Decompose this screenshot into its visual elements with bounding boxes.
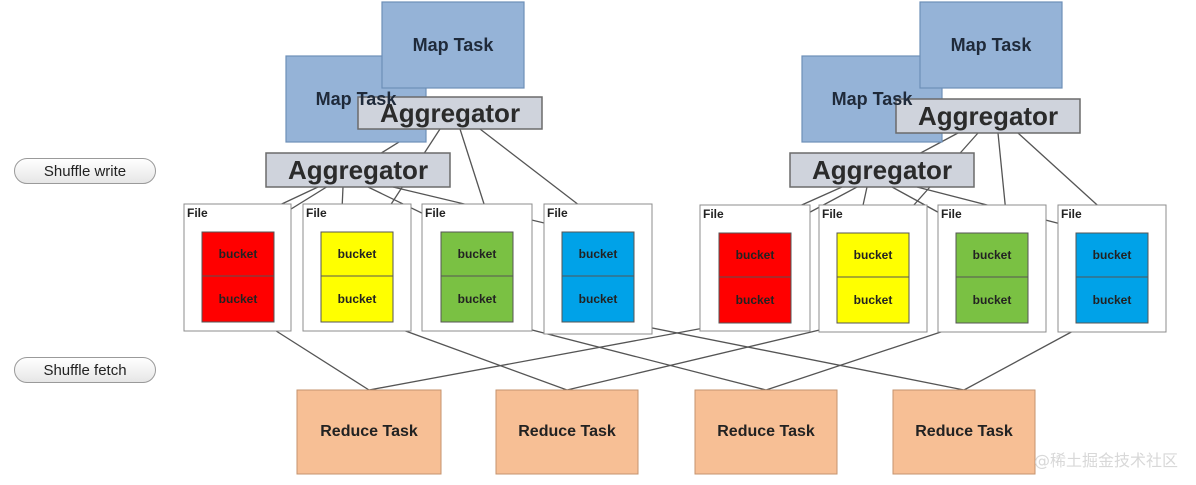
- flow-arrow: [368, 320, 732, 391]
- bucket: [836, 276, 910, 324]
- bucket: [955, 232, 1029, 278]
- aggregator-box: [895, 98, 1081, 134]
- reduce-task-box: [694, 389, 838, 475]
- map-task-box: [919, 1, 1063, 89]
- bucket: [320, 275, 394, 323]
- bucket: [561, 231, 635, 277]
- bucket: [201, 275, 275, 323]
- flow-arrow: [261, 321, 370, 391]
- aggregator-box: [265, 152, 451, 188]
- flow-arrow: [963, 322, 1089, 391]
- reduce-task-box: [892, 389, 1036, 475]
- bucket: [1075, 276, 1149, 324]
- bucket: [1075, 232, 1149, 278]
- shuffle-write-label: Shuffle write: [14, 158, 156, 184]
- aggregator-box: [357, 96, 543, 130]
- bucket: [836, 232, 910, 278]
- flow-arrow: [380, 320, 568, 391]
- flow-arrow: [621, 319, 965, 391]
- bucket: [201, 231, 275, 277]
- reduce-task-box: [495, 389, 639, 475]
- bucket: [320, 231, 394, 277]
- bucket: [718, 232, 792, 278]
- bucket: [955, 276, 1029, 324]
- bucket: [718, 276, 792, 324]
- map-task-box: [381, 1, 525, 89]
- aggregator-box: [789, 152, 975, 188]
- shuffle-fetch-label: Shuffle fetch: [14, 357, 156, 383]
- reduce-task-box: [296, 389, 442, 475]
- bucket: [440, 231, 514, 277]
- flow-arrow: [765, 321, 969, 391]
- bucket: [440, 275, 514, 323]
- watermark: @稀土掘金技术社区: [1033, 451, 1178, 470]
- flow-arrow: [566, 320, 850, 391]
- bucket: [561, 275, 635, 323]
